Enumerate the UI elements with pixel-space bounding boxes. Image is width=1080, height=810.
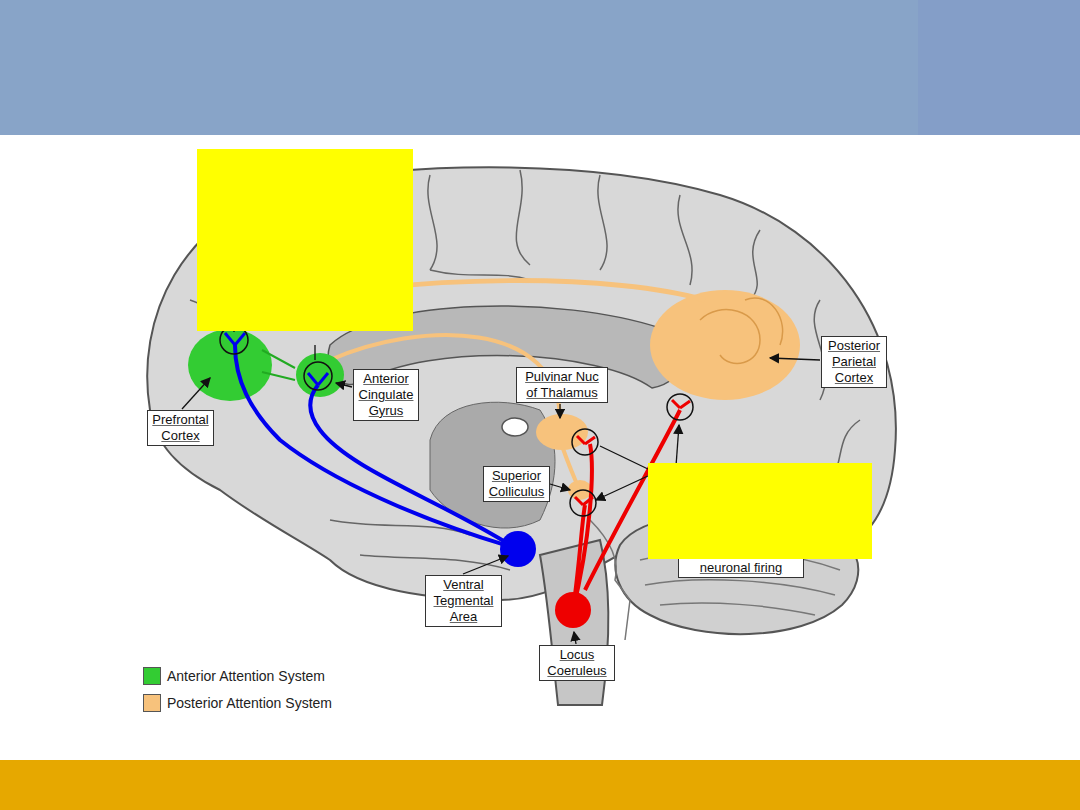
region-label: Locus Coeruleus [547, 647, 606, 678]
region-label: Superior Colliculus [489, 468, 545, 499]
label-box: Posterior Parietal Cortex [821, 336, 887, 388]
legend-text: Anterior Attention System [167, 668, 325, 684]
legend-entry: Anterior Attention System [143, 667, 325, 685]
footer-band [0, 760, 1080, 810]
label-box: Ventral Tegmental Area [425, 575, 502, 627]
label-box: Superior Colliculus [483, 466, 550, 502]
region-label: Anterior Cingulate Gyrus [359, 371, 414, 418]
legend-entry: Posterior Attention System [143, 694, 332, 712]
region-label: Pulvinar Nuc of Thalamus [525, 369, 599, 400]
label-box: Locus Coeruleus [539, 645, 615, 681]
redaction-box [648, 463, 872, 559]
legend-text: Posterior Attention System [167, 695, 332, 711]
legend-swatch [143, 694, 161, 712]
label-box: Prefrontal Cortex [147, 410, 214, 446]
region-label: Prefrontal Cortex [152, 412, 208, 443]
redaction-box [197, 149, 413, 331]
region-label: Ventral Tegmental Area [434, 577, 494, 624]
region-label: Posterior Parietal Cortex [828, 338, 880, 385]
legend-swatch [143, 667, 161, 685]
region-label: neuronal firing [700, 560, 782, 576]
label-box: Pulvinar Nuc of Thalamus [516, 367, 608, 403]
title-band [0, 0, 1080, 135]
label-box: Anterior Cingulate Gyrus [353, 369, 419, 421]
